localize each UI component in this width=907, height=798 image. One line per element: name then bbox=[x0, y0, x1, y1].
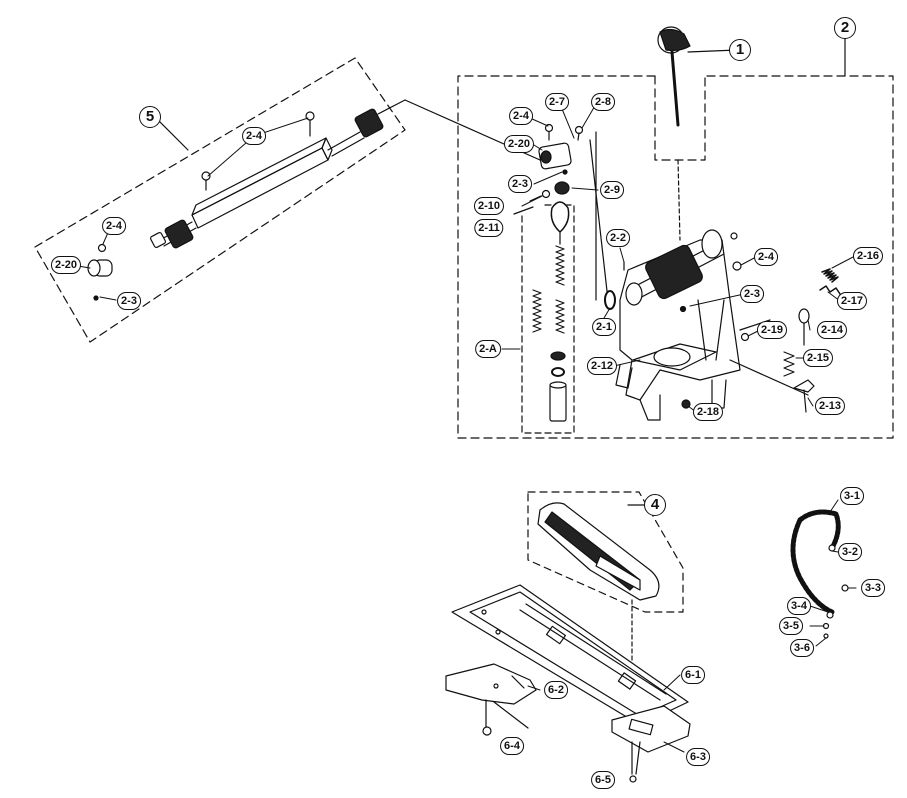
callout-2-9: 2-9 bbox=[600, 181, 624, 199]
assembly-5-leader bbox=[156, 118, 189, 151]
callout-2-10: 2-10 bbox=[473, 197, 505, 215]
callout-2-17: 2-17 bbox=[836, 292, 868, 310]
callout-2-3: 2-3 bbox=[740, 285, 764, 303]
callout-2-2: 2-2 bbox=[606, 229, 630, 247]
callout-2-7: 2-7 bbox=[545, 93, 569, 111]
callout-2-20: 2-20 bbox=[503, 135, 535, 153]
callout-3-2: 3-2 bbox=[838, 543, 862, 561]
callout-3-1: 3-1 bbox=[840, 487, 864, 505]
beater-part bbox=[657, 26, 738, 127]
assembly-5-label: 5 bbox=[139, 106, 161, 128]
callout-2-15: 2-15 bbox=[802, 349, 834, 367]
callout-6-1: 6-1 bbox=[681, 666, 705, 684]
side-parts bbox=[681, 268, 841, 413]
callout-3-6: 3-6 bbox=[790, 639, 814, 657]
callout-2-4: 2-4 bbox=[242, 127, 266, 145]
assembly-4-boundary bbox=[527, 491, 684, 613]
callout-2-19: 2-19 bbox=[756, 321, 788, 339]
hub-part bbox=[604, 229, 742, 313]
subplate-63-part bbox=[611, 705, 691, 783]
assembly-2-boundary bbox=[457, 75, 894, 439]
callout-2-4: 2-4 bbox=[754, 248, 778, 266]
assembly-2-label: 2 bbox=[834, 17, 856, 39]
callout-6-2: 6-2 bbox=[544, 681, 568, 699]
leader-lines bbox=[71, 103, 857, 753]
chain-part bbox=[790, 509, 849, 639]
baseplate-part bbox=[451, 584, 689, 726]
callout-2-14: 2-14 bbox=[816, 321, 848, 339]
callout-2-3: 2-3 bbox=[117, 292, 141, 310]
callout-2-11: 2-11 bbox=[474, 219, 504, 237]
callout-2-4: 2-4 bbox=[509, 107, 533, 125]
callout-2-A: 2-A bbox=[475, 340, 501, 358]
footboard-part bbox=[537, 502, 660, 691]
callout-2-3: 2-3 bbox=[508, 175, 532, 193]
callout-3-3: 3-3 bbox=[861, 579, 885, 597]
callout-2-4: 2-4 bbox=[102, 217, 126, 235]
spring-part bbox=[532, 201, 570, 422]
callout-2-13: 2-13 bbox=[814, 397, 846, 415]
assembly-1-label: 1 bbox=[729, 39, 751, 61]
callout-3-4: 3-4 bbox=[787, 597, 811, 615]
subassembly-2A-boundary bbox=[521, 204, 575, 434]
assembly-4-label: 4 bbox=[644, 494, 666, 516]
hook-parts bbox=[513, 123, 609, 301]
frame-part bbox=[615, 239, 741, 421]
callout-2-12: 2-12 bbox=[586, 357, 618, 375]
beater-shaft-part bbox=[87, 99, 406, 301]
callout-2-1: 2-1 bbox=[592, 318, 616, 336]
callout-6-4: 6-4 bbox=[500, 737, 524, 755]
callout-2-20: 2-20 bbox=[50, 256, 82, 274]
callout-2-16: 2-16 bbox=[852, 247, 884, 265]
callout-6-3: 6-3 bbox=[686, 748, 710, 766]
callout-6-5: 6-5 bbox=[591, 771, 615, 789]
subplate-62-part bbox=[445, 663, 537, 736]
callout-3-5: 3-5 bbox=[779, 617, 803, 635]
assembly-5-boundary bbox=[34, 57, 406, 343]
callout-2-18: 2-18 bbox=[692, 403, 724, 421]
callout-2-8: 2-8 bbox=[591, 93, 615, 111]
